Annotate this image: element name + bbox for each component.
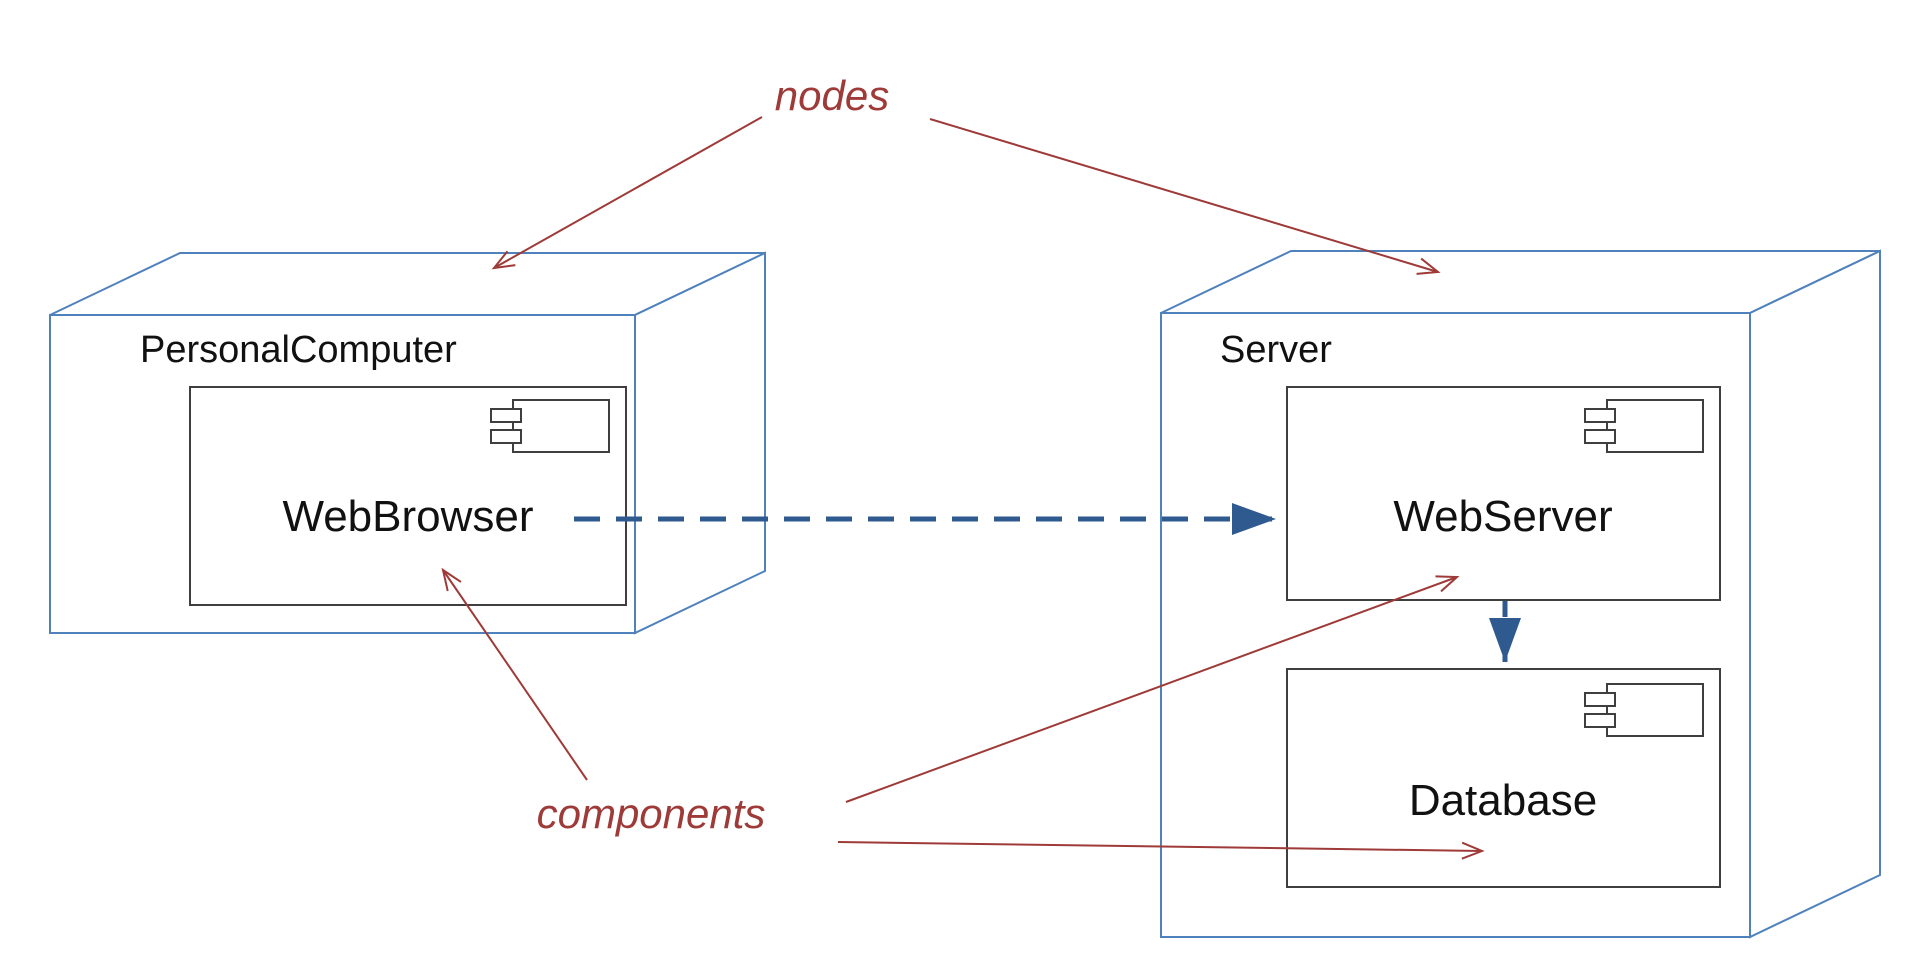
annotation-components: components: [441, 567, 1485, 860]
node-personalcomputer: PersonalComputer WebBrowser: [49, 251, 766, 635]
node-server-side-face: [1749, 249, 1881, 939]
component-webbrowser-label: WebBrowser: [282, 492, 533, 541]
annotation-components-arrow-to-database: [837, 841, 1485, 860]
annotation-nodes-arrow-to-personalcomputer: [491, 116, 763, 270]
node-server: Server WebServer Database: [1160, 249, 1881, 939]
annotation-nodes-label: nodes: [775, 72, 889, 119]
annotation-components-arrow-to-webserver: [845, 575, 1460, 803]
annotation-nodes: nodes: [491, 72, 1441, 275]
annotation-components-arrow-to-webbrowser: [441, 567, 588, 781]
node-personalcomputer-side-face: [634, 251, 766, 635]
component-webserver-label: WebServer: [1393, 492, 1612, 541]
annotation-nodes-arrow-to-server: [929, 118, 1441, 275]
node-personalcomputer-label: PersonalComputer: [140, 329, 457, 371]
node-server-label: Server: [1220, 329, 1332, 371]
component-webbrowser: WebBrowser: [189, 386, 627, 606]
annotation-components-label: components: [537, 790, 766, 837]
component-database-label: Database: [1409, 776, 1597, 825]
component-database: Database: [1286, 668, 1721, 888]
component-webserver: WebServer: [1286, 386, 1721, 601]
